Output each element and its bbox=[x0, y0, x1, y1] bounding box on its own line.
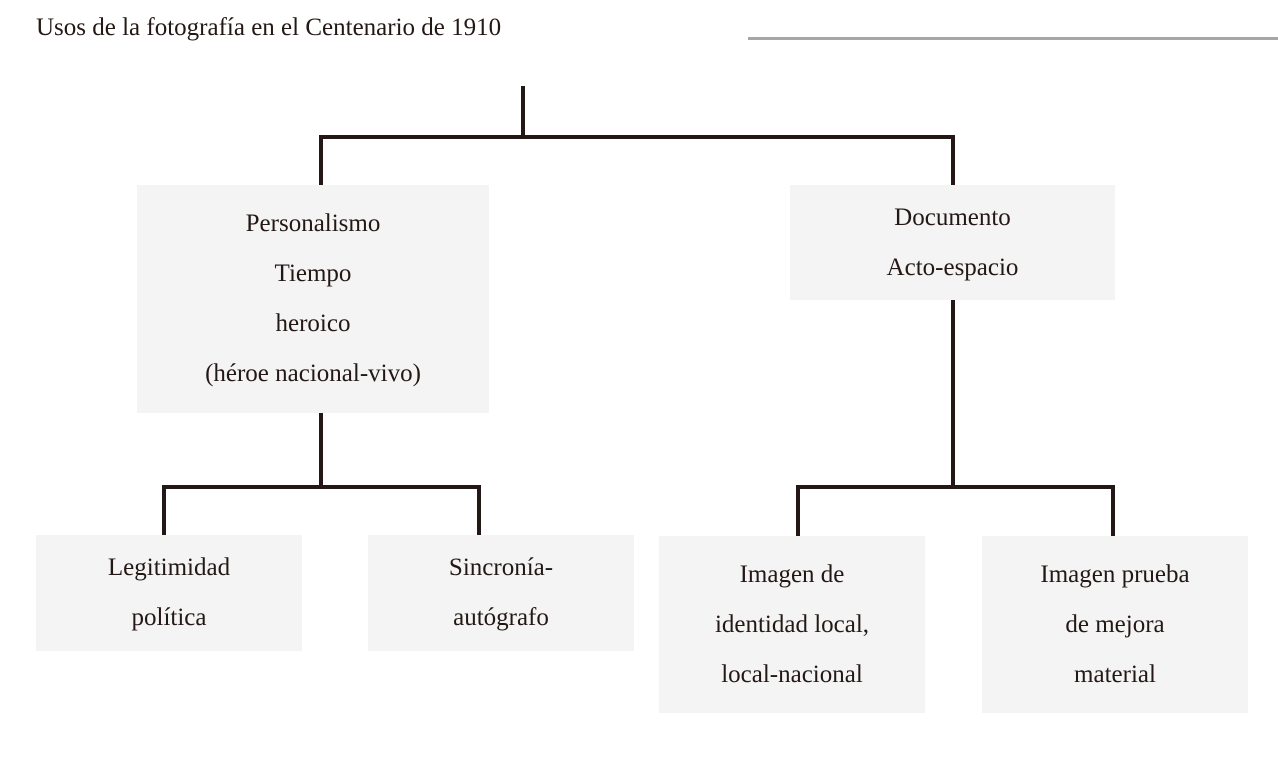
edge-documento-to-prueba bbox=[1111, 485, 1115, 537]
node-identidad-line-1: Imagen de bbox=[739, 560, 845, 588]
page-title: Usos de la fotografía en el Centenario d… bbox=[36, 14, 502, 41]
node-prueba[interactable]: Imagen prueba de mejora material bbox=[982, 536, 1248, 713]
edge-documento-crossbar bbox=[796, 485, 1115, 489]
node-personalismo[interactable]: Personalismo Tiempo heroico (héroe nacio… bbox=[137, 185, 489, 413]
edge-root-to-documento bbox=[951, 135, 955, 187]
node-personalismo-line-4: (héroe nacional-vivo) bbox=[205, 360, 421, 387]
diagram-header: Usos de la fotografía en el Centenario d… bbox=[0, 0, 1278, 58]
node-documento-line-2: Acto-espacio bbox=[886, 253, 1019, 281]
node-identidad[interactable]: Imagen de identidad local, local-naciona… bbox=[659, 536, 925, 713]
node-legitimidad[interactable]: Legitimidad política bbox=[36, 535, 302, 651]
title-divider bbox=[748, 37, 1278, 40]
node-personalismo-line-3: heroico bbox=[275, 310, 351, 337]
edge-personalismo-to-sincronia bbox=[477, 485, 481, 537]
edge-personalismo-to-legitimidad bbox=[162, 485, 166, 537]
edge-documento-to-identidad bbox=[796, 485, 800, 537]
node-legitimidad-line-1: Legitimidad bbox=[107, 554, 231, 581]
node-prueba-line-3: material bbox=[1074, 660, 1156, 688]
node-sincronia-line-1: Sincronía- bbox=[448, 554, 554, 581]
node-sincronia[interactable]: Sincronía- autógrafo bbox=[368, 535, 634, 651]
node-legitimidad-line-2: política bbox=[131, 604, 207, 631]
node-sincronia-line-2: autógrafo bbox=[453, 604, 549, 631]
node-personalismo-line-2: Tiempo bbox=[274, 260, 352, 287]
node-prueba-line-1: Imagen prueba bbox=[1040, 560, 1190, 588]
edge-root-stem bbox=[521, 86, 525, 139]
edge-documento-stem bbox=[951, 300, 955, 489]
node-prueba-line-2: de mejora bbox=[1065, 610, 1165, 638]
edge-root-crossbar bbox=[319, 135, 955, 139]
node-personalismo-line-1: Personalismo bbox=[245, 210, 381, 237]
node-identidad-line-3: local-nacional bbox=[721, 660, 863, 688]
node-identidad-line-2: identidad local, bbox=[714, 610, 870, 638]
edge-root-to-personalismo bbox=[319, 135, 323, 187]
node-documento-line-1: Documento bbox=[894, 203, 1011, 231]
edge-personalismo-crossbar bbox=[162, 485, 481, 489]
edge-personalismo-stem bbox=[319, 413, 323, 489]
node-documento[interactable]: Documento Acto-espacio bbox=[790, 185, 1115, 300]
